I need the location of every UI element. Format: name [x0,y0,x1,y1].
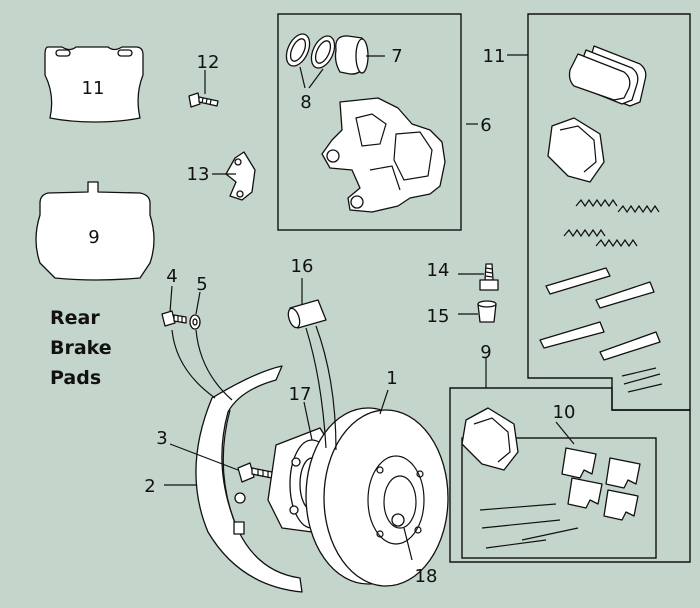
bleed-screw-14 [479,263,499,291]
caption-line-3: Pads [50,367,101,389]
callout-9-kit: 9 [480,342,491,363]
caliper-kit-frame [449,387,691,563]
callout-6: 6 [480,115,491,136]
callout-labels: 11 9 12 13 7 8 6 11 16 14 15 4 5 9 10 1 … [82,46,576,587]
springs [563,198,660,248]
callout-11-kit: 11 [483,46,506,67]
piston-seals [285,33,336,69]
callout-13: 13 [187,164,210,185]
callout-11-pad: 11 [82,78,105,99]
caption-rear-brake-pads: Rear Brake Pads [50,307,112,389]
callout-1: 1 [386,368,397,389]
pads-stack [568,45,647,107]
caption-line-2: Brake [50,337,112,359]
callout-9-pad: 9 [88,227,99,248]
callout-16: 16 [291,256,314,277]
leader-lines [164,54,575,561]
callout-8: 8 [300,92,311,113]
hardware-kit-frame [461,437,657,559]
pad-outline-11 [44,46,144,123]
callout-4: 4 [166,266,177,287]
stud-3 [237,462,273,483]
callout-14: 14 [427,260,450,281]
callout-18: 18 [415,566,438,587]
callout-15: 15 [427,306,450,327]
callout-3: 3 [156,428,167,449]
bolt-12 [188,92,219,108]
kit-caliper [461,407,519,471]
clips [561,447,641,521]
backing-plate [195,365,303,593]
callout-10: 10 [553,402,576,423]
guide-pins [539,267,661,361]
bracket-13 [225,151,256,201]
callout-17: 17 [289,384,312,405]
caption-line-1: Rear [50,307,100,329]
caliper-body [321,97,446,213]
retaining-pins [621,367,663,393]
caliper-frame [277,13,462,231]
piston [334,35,369,75]
washer-5 [189,314,201,330]
brake-disc [305,407,449,587]
callout-12: 12 [197,52,220,73]
pad-outline-9 [35,181,155,281]
cap-15 [477,300,497,323]
kit-pins [479,503,579,549]
sleeve-16 [287,299,327,329]
callout-7: 7 [391,46,402,67]
kit-caliper-pads [547,117,605,183]
bolt-4 [161,310,187,327]
callout-5: 5 [196,274,207,295]
callout-2: 2 [144,476,155,497]
